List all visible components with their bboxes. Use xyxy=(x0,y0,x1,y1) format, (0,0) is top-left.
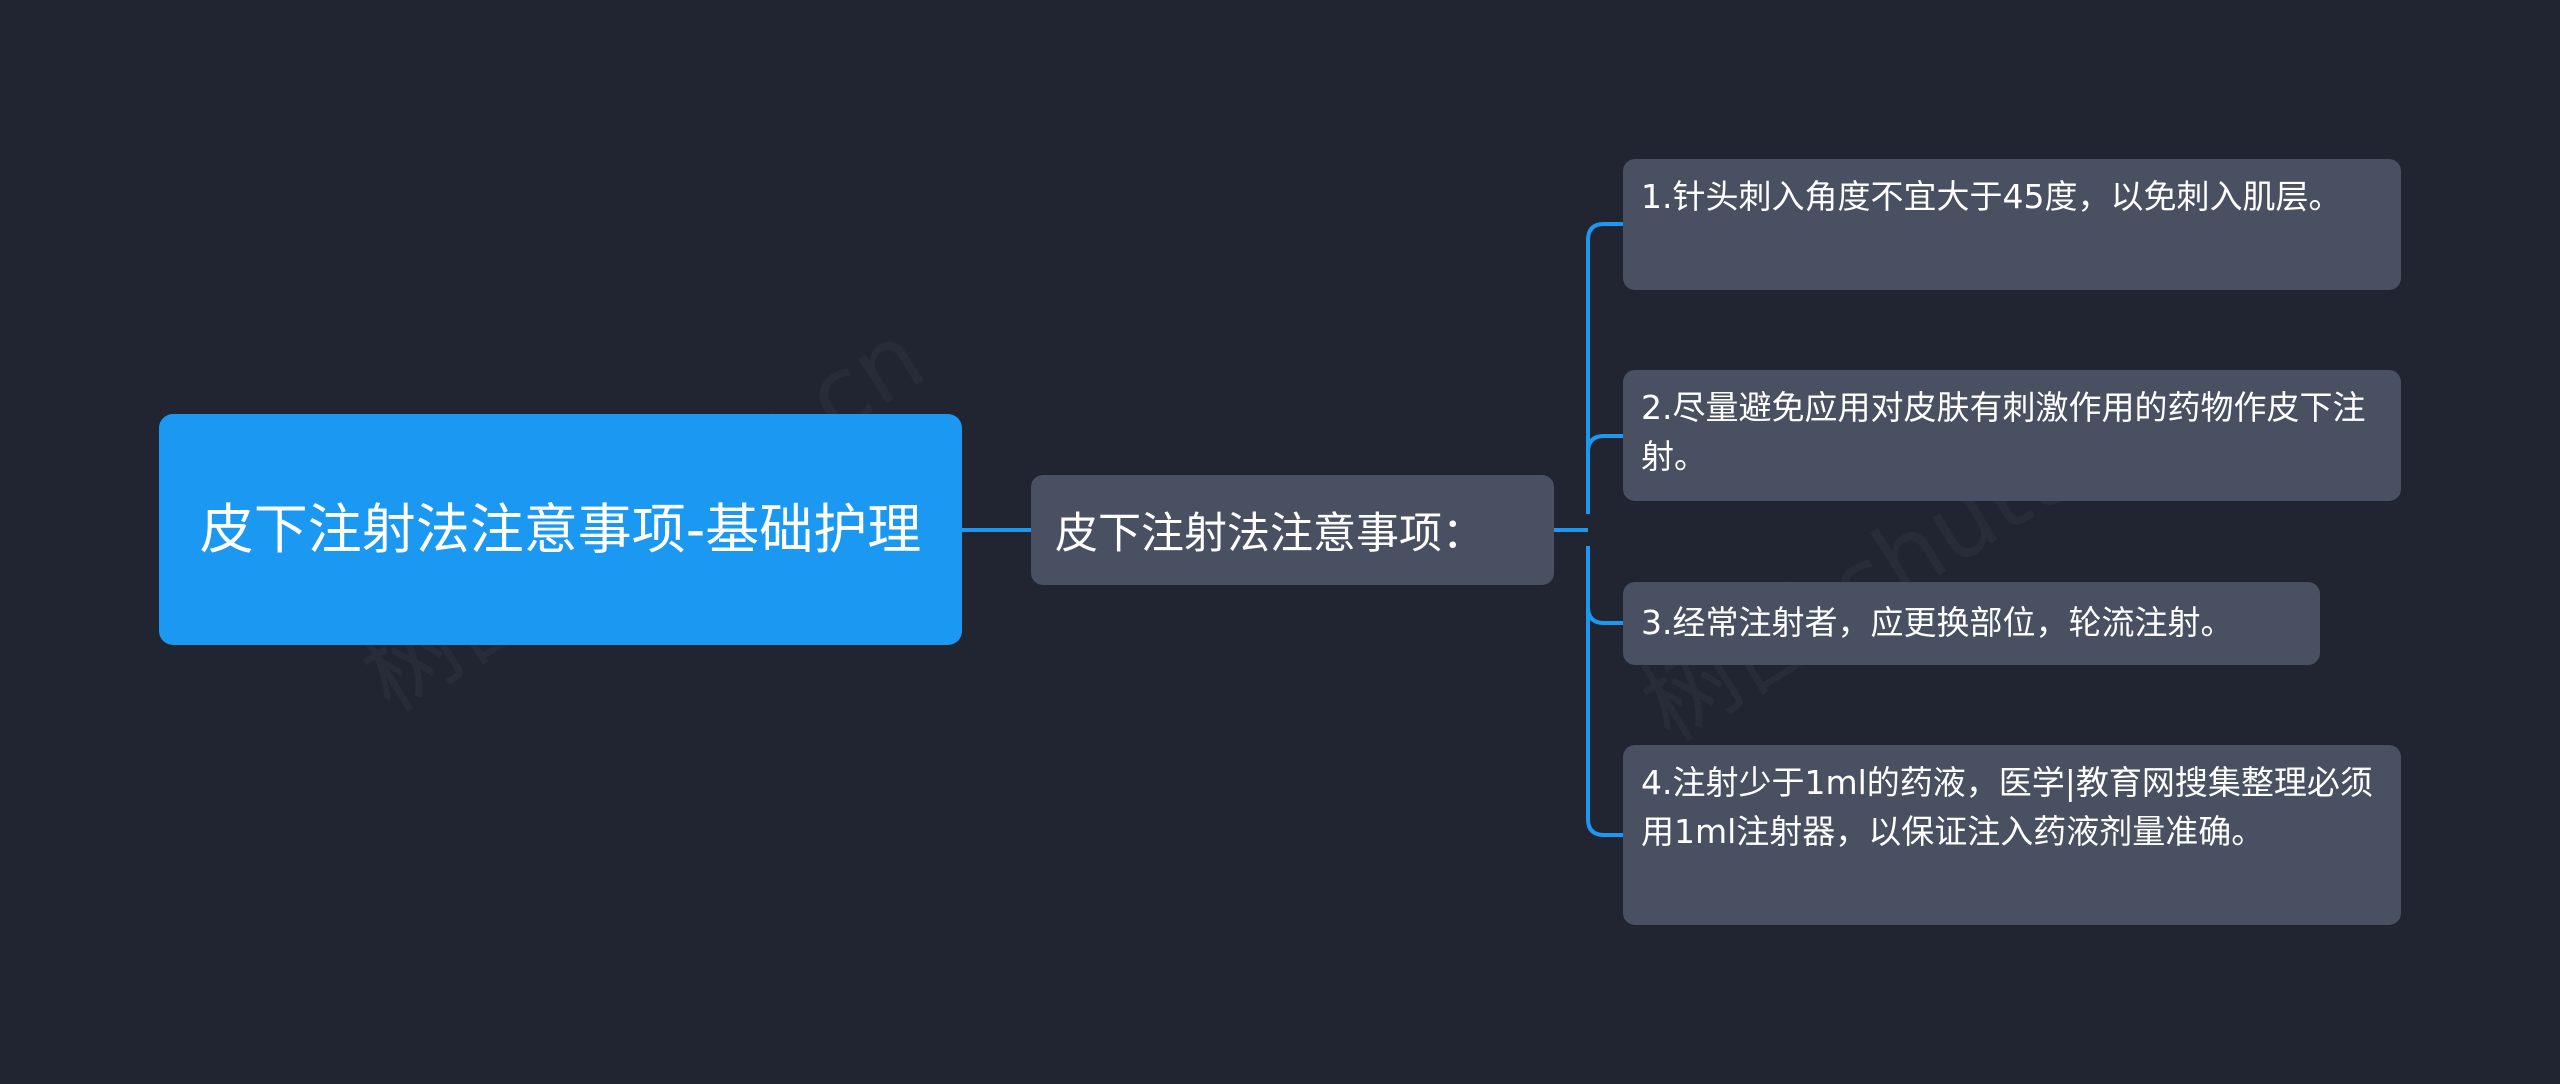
leaf-node-1[interactable]: 1.针头刺入角度不宜大于45度，以免刺入肌层。 xyxy=(1623,159,2401,290)
root-node-label: 皮下注射法注意事项-基础护理 xyxy=(199,497,922,561)
leaf-node-label: 3.经常注射者，应更换部位，轮流注射。 xyxy=(1641,603,2234,643)
leaf-node-2[interactable]: 2.尽量避免应用对皮肤有刺激作用的药物作皮下注射。 xyxy=(1623,370,2401,501)
leaf-node-label: 2.尽量避免应用对皮肤有刺激作用的药物作皮下注射。 xyxy=(1641,388,2366,476)
root-node[interactable]: 皮下注射法注意事项-基础护理 xyxy=(159,414,962,645)
connector-item-4 xyxy=(1586,546,1623,837)
leaf-node-label: 1.针头刺入角度不宜大于45度，以免刺入肌层。 xyxy=(1641,177,2342,216)
branch-node[interactable]: 皮下注射法注意事项： xyxy=(1031,475,1554,585)
connector-item-2 xyxy=(1586,434,1623,453)
leaf-node-4[interactable]: 4.注射少于1ml的药液，医学|教育网搜集整理必须用1ml注射器，以保证注入药液… xyxy=(1623,745,2401,925)
branch-node-label: 皮下注射法注意事项： xyxy=(1055,509,1485,559)
connector-item-3 xyxy=(1586,546,1623,625)
leaf-node-3[interactable]: 3.经常注射者，应更换部位，轮流注射。 xyxy=(1623,582,2320,665)
connector-item-1 xyxy=(1586,222,1623,514)
leaf-node-label: 4.注射少于1ml的药液，医学|教育网搜集整理必须用1ml注射器，以保证注入药液… xyxy=(1641,763,2373,851)
